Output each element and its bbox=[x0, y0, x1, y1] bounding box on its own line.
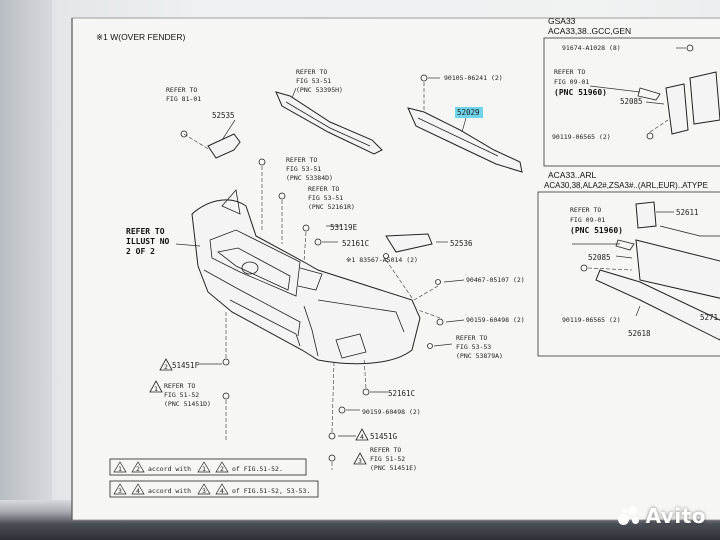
label-refer-51-52-b-l3: (PNC 51451E) bbox=[370, 464, 417, 472]
bracket-52535 bbox=[180, 130, 241, 159]
svg-text:of FIG.51-52, 53-53.: of FIG.51-52, 53-53. bbox=[232, 487, 310, 495]
variant-2-parts bbox=[572, 201, 720, 341]
refer-illust-l3: 2 OF 2 bbox=[126, 247, 155, 256]
fasteners bbox=[222, 74, 444, 462]
svg-text:2: 2 bbox=[136, 465, 140, 473]
svg-text:3: 3 bbox=[118, 487, 122, 495]
label-refer-81-01-l1: REFER TO bbox=[166, 86, 197, 94]
svg-text:1: 1 bbox=[118, 465, 122, 473]
label-refer-53-53-l1: REFER TO bbox=[456, 334, 487, 342]
variant-1-parts bbox=[589, 44, 720, 140]
svg-text:2: 2 bbox=[220, 465, 224, 473]
avito-watermark: Avito bbox=[617, 504, 706, 528]
label-52029: 52029 bbox=[457, 108, 480, 117]
svg-text:of FIG.51-52.: of FIG.51-52. bbox=[232, 465, 283, 473]
label-53119E: 53119E bbox=[330, 223, 358, 232]
svg-text:accord with: accord with bbox=[148, 465, 191, 473]
label-r-52618: 52618 bbox=[628, 329, 651, 338]
header-right-2: ACA33,38..GCC,GEN bbox=[548, 26, 631, 36]
note-box-2: 3 4 accord with 3 4 of FIG.51-52, 53-53. bbox=[109, 480, 319, 498]
label-52536: 52536 bbox=[450, 239, 473, 248]
svg-text:3: 3 bbox=[358, 457, 362, 465]
label-refer-51-52-a-l3: (PNC 51451D) bbox=[164, 400, 211, 408]
label-refer-53-51-c-l1: REFER TO bbox=[308, 185, 339, 193]
label-r-5271: 5271 bbox=[700, 313, 718, 322]
avito-logo-icon bbox=[617, 506, 642, 526]
label-r-52085-b: 52085 bbox=[588, 253, 611, 262]
label-90105: 90105-06241 (2) bbox=[444, 74, 503, 82]
avito-wordmark: Avito bbox=[645, 504, 706, 528]
label-83567: ※1 83567-A5014 (2) bbox=[346, 256, 418, 264]
refer-illust-l2: ILLUST NO bbox=[126, 237, 170, 246]
front-bumper-cover bbox=[191, 189, 421, 365]
label-refer-53-51-b-l3: (PNC 53384D) bbox=[286, 174, 333, 182]
label-90159-b: 90159-60498 (2) bbox=[362, 408, 421, 416]
svg-text:4: 4 bbox=[136, 487, 140, 495]
label-52535: 52535 bbox=[212, 111, 235, 120]
upper-retainer bbox=[275, 91, 383, 155]
label-r-refer-a-l2: FIG 09-01 bbox=[554, 78, 589, 86]
window-left-edge bbox=[0, 0, 52, 520]
label-refer-53-53-l3: (PNC 53879A) bbox=[456, 352, 503, 360]
highlight-52029 bbox=[455, 107, 483, 118]
triangle-mark-refer-a: 1 bbox=[149, 380, 163, 393]
label-refer-51-52-a-l1: REFER TO bbox=[164, 382, 195, 390]
label-r-52611: 52611 bbox=[676, 208, 699, 217]
label-r-refer-b-l3: (PNC 51960) bbox=[570, 226, 623, 235]
label-refer-81-01-l2: FIG 81-01 bbox=[166, 95, 201, 103]
label-51451F: 51451F bbox=[172, 361, 200, 370]
bracket-52536 bbox=[385, 233, 433, 253]
label-refer-53-51-c-l3: (PNC 52161R) bbox=[308, 203, 355, 211]
svg-text:2: 2 bbox=[164, 363, 168, 371]
variant-box-gcc bbox=[543, 37, 720, 167]
label-refer-53-51-a-l1: REFER TO bbox=[296, 68, 327, 76]
label-refer-53-51-b-l2: FIG 53-51 bbox=[286, 165, 321, 173]
refer-illust-l1: REFER TO bbox=[126, 227, 165, 236]
svg-text:3: 3 bbox=[202, 487, 206, 495]
header-right-3: ACA33..ARL bbox=[548, 170, 596, 180]
label-r-refer-b-l2: FIG 09-01 bbox=[570, 216, 605, 224]
svg-text:4: 4 bbox=[220, 487, 224, 495]
triangle-mark-refer-b: 3 bbox=[353, 452, 367, 465]
label-52161C-b: 52161C bbox=[388, 389, 415, 398]
svg-text:accord with: accord with bbox=[148, 487, 191, 495]
triangle-mark-51451F: 2 bbox=[159, 358, 173, 371]
label-r-90119-b: 90119-06565 (2) bbox=[562, 316, 621, 324]
header-left: ※1 W(OVER FENDER) bbox=[96, 32, 185, 42]
svg-text:4: 4 bbox=[360, 433, 364, 441]
label-refer-53-51-a-l2: FIG 53-51 bbox=[296, 77, 331, 85]
label-refer-51-52-b-l2: FIG 51-52 bbox=[370, 455, 405, 463]
label-r-refer-b-l1: REFER TO bbox=[570, 206, 601, 214]
label-r-91674: 91674-A1028 (8) bbox=[562, 44, 621, 52]
variant-box-arl bbox=[537, 191, 720, 357]
svg-text:1: 1 bbox=[202, 465, 206, 473]
triangle-mark-51451G: 4 bbox=[355, 428, 369, 441]
label-refer-51-52-a-l2: FIG 51-52 bbox=[164, 391, 199, 399]
label-refer-53-53-l2: FIG 53-53 bbox=[456, 343, 491, 351]
label-refer-53-51-a-l3: (PNC 53395H) bbox=[296, 86, 343, 94]
energy-absorber-52029 bbox=[407, 107, 523, 173]
label-refer-53-51-c-l2: FIG 53-51 bbox=[308, 194, 343, 202]
label-r-90119-a: 90119-06565 (2) bbox=[552, 133, 611, 141]
label-refer-51-52-b-l1: REFER TO bbox=[370, 446, 401, 454]
label-51451G: 51451G bbox=[370, 432, 398, 441]
header-right-1: GSA33 bbox=[548, 16, 576, 26]
leader-lines bbox=[175, 77, 467, 470]
label-r-52085-a: 52085 bbox=[620, 97, 643, 106]
label-52161C-a: 52161C bbox=[342, 239, 369, 248]
header-right-4: ACA30,38,ALA2#,ZSA3#..(ARL,EUR)..ATYPE bbox=[544, 181, 708, 190]
label-r-refer-a-l1: REFER TO bbox=[554, 68, 585, 76]
label-refer-53-51-b-l1: REFER TO bbox=[286, 156, 317, 164]
svg-text:1: 1 bbox=[154, 385, 158, 393]
label-90159-a: 90159-60498 (2) bbox=[466, 316, 525, 324]
note-box-1: 1 2 accord with 1 2 of FIG.51-52. bbox=[109, 458, 307, 476]
label-90467: 90467-05107 (2) bbox=[466, 276, 525, 284]
label-r-refer-a-l3: (PNC 51960) bbox=[554, 88, 607, 97]
